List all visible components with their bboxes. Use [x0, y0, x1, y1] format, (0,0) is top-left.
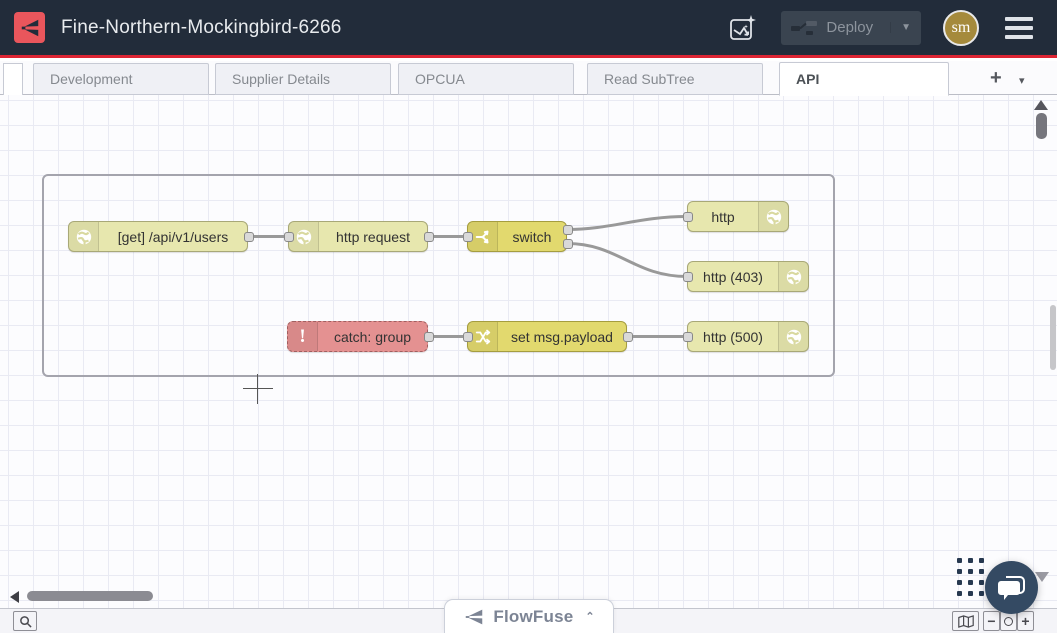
- output-port[interactable]: [424, 232, 434, 242]
- output-port[interactable]: [244, 232, 254, 242]
- flowfuse-logo[interactable]: [14, 12, 45, 43]
- node-change[interactable]: set msg.payload: [463, 321, 633, 352]
- node-http-request[interactable]: http request: [284, 221, 434, 252]
- output-port-1[interactable]: [563, 225, 573, 235]
- tab-label: Read SubTree: [604, 71, 695, 87]
- flowfuse-brand-label: FlowFuse: [493, 606, 574, 626]
- hscroll-left-arrow[interactable]: [10, 591, 19, 603]
- deploy-nodes-icon: [791, 20, 818, 35]
- workspace-tabbar: Development Supplier Details OPCUA Read …: [0, 61, 1057, 96]
- search-button[interactable]: [13, 611, 37, 631]
- flowfuse-gray-logo: [466, 609, 483, 624]
- tab-list-caret[interactable]: ▾: [1019, 75, 1025, 87]
- deploy-label: Deploy: [826, 19, 874, 36]
- node-label: http (500): [703, 328, 763, 345]
- hscroll-thumb[interactable]: [27, 591, 153, 601]
- input-port[interactable]: [284, 232, 294, 242]
- node-http-response[interactable]: http: [683, 201, 789, 232]
- node-switch[interactable]: switch: [463, 221, 573, 252]
- node-label: http: [711, 208, 735, 225]
- crosshair-cursor: [243, 374, 273, 404]
- chevron-up-icon: ⌃: [585, 611, 595, 623]
- node-http-response-500[interactable]: http (500): [683, 321, 809, 352]
- chat-drag-handle[interactable]: [957, 558, 984, 596]
- globe-icon: [758, 202, 788, 231]
- vscroll-up-arrow[interactable]: [1034, 100, 1048, 110]
- node-label: switch: [512, 228, 552, 245]
- globe-icon: [289, 222, 319, 251]
- node-label: http request: [336, 228, 410, 245]
- main-menu-icon[interactable]: [1001, 13, 1037, 43]
- tab-label: API: [796, 71, 820, 87]
- input-port[interactable]: [683, 332, 693, 342]
- deploy-options-caret[interactable]: ▼: [890, 22, 911, 33]
- tab-opcua[interactable]: OPCUA: [398, 63, 574, 95]
- input-port[interactable]: [463, 232, 473, 242]
- tab-label: OPCUA: [415, 71, 465, 87]
- node-label: set msg.payload: [511, 328, 613, 345]
- tab-read-subtree[interactable]: Read SubTree: [587, 63, 763, 95]
- output-port-2[interactable]: [563, 239, 573, 249]
- instance-title: Fine-Northern-Mockingbird-6266: [61, 16, 342, 38]
- tab-label: Supplier Details: [232, 71, 331, 87]
- output-port[interactable]: [424, 332, 434, 342]
- input-port[interactable]: [683, 212, 693, 222]
- node-label: [get] /api/v1/users: [117, 228, 229, 245]
- node-label: http (403): [703, 268, 763, 285]
- tab-supplier-details[interactable]: Supplier Details: [215, 63, 391, 95]
- node-http-in[interactable]: [get] /api/v1/users: [68, 221, 254, 252]
- node-group-box[interactable]: [42, 174, 835, 377]
- node-label: catch: group: [333, 328, 412, 345]
- tab-label: Development: [50, 71, 133, 87]
- zoom-reset-button[interactable]: [1000, 611, 1017, 631]
- node-catch[interactable]: ! catch: group: [287, 321, 434, 352]
- header-bar: Fine-Northern-Mockingbird-6266 Deploy: [0, 0, 1057, 58]
- node-http-response-403[interactable]: http (403): [683, 261, 809, 292]
- chat-icon: [997, 575, 1025, 600]
- flowfuse-logo-mark: [21, 19, 38, 36]
- globe-icon: [778, 262, 808, 291]
- output-port[interactable]: [623, 332, 633, 342]
- globe-icon: [778, 322, 808, 351]
- shuffle-icon: [468, 322, 498, 351]
- tab-development[interactable]: Development: [33, 63, 209, 95]
- globe-icon: [69, 222, 99, 251]
- alert-icon: !: [288, 322, 318, 351]
- deploy-button[interactable]: Deploy ▼: [781, 10, 921, 45]
- user-avatar[interactable]: sm: [943, 9, 979, 46]
- avatar-initials: sm: [951, 18, 971, 36]
- zoom-reset-icon: [1004, 616, 1013, 626]
- zoom-in-button[interactable]: +: [1017, 611, 1034, 631]
- input-port[interactable]: [683, 272, 693, 282]
- flowfuse-drawer-toggle[interactable]: FlowFuse ⌃: [444, 599, 614, 633]
- tab-scroll-strip: [3, 63, 23, 95]
- search-icon: [19, 615, 32, 628]
- flow-canvas[interactable]: [get] /api/v1/users http request: [0, 95, 1057, 608]
- ai-assistant-icon[interactable]: [727, 12, 759, 44]
- navigator-toggle-button[interactable]: [952, 611, 979, 631]
- zoom-out-button[interactable]: −: [983, 611, 1000, 631]
- input-port[interactable]: [463, 332, 473, 342]
- vscroll-thumb[interactable]: [1036, 113, 1047, 139]
- switch-icon: [468, 222, 498, 251]
- browser-scrollbar-thumb[interactable]: [1050, 305, 1056, 370]
- vscroll-down-arrow[interactable]: [1035, 572, 1049, 582]
- map-icon: [957, 614, 974, 628]
- tab-api[interactable]: API: [779, 62, 949, 96]
- chat-launcher-button[interactable]: [985, 561, 1038, 614]
- add-flow-button[interactable]: +: [990, 67, 1002, 89]
